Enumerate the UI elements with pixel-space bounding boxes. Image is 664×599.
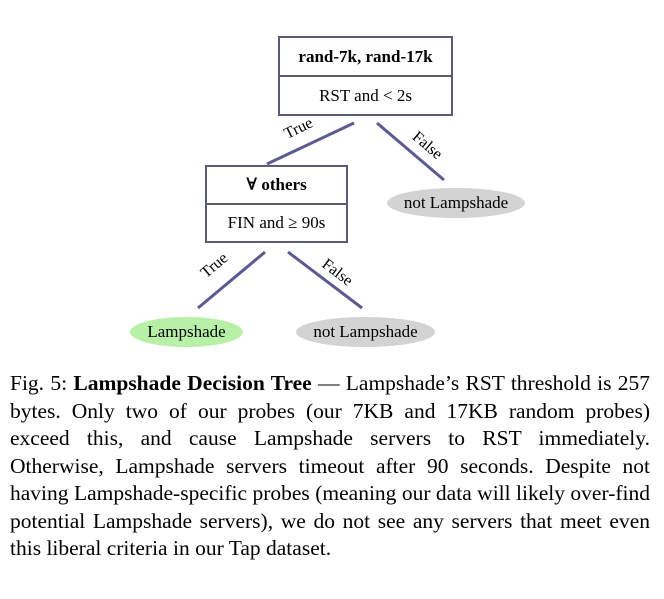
decision-tree-diagram: rand-7k, rand-17k RST and < 2s ∀ others … <box>130 36 525 347</box>
root-node-title: rand-7k, rand-17k <box>280 38 451 77</box>
edge-root-false <box>376 121 445 182</box>
caption-title: Lampshade Decision Tree <box>73 371 312 395</box>
leaf-left-true: Lampshade <box>130 317 243 347</box>
edge-layer <box>197 121 445 310</box>
leaf-root-false: not Lampshade <box>387 188 525 218</box>
left-node-title: ∀ others <box>207 167 346 205</box>
root-node: rand-7k, rand-17k RST and < 2s <box>278 36 453 116</box>
root-node-condition: RST and < 2s <box>319 85 412 105</box>
figure-caption: Fig. 5: Lampshade Decision Tree — Lampsh… <box>10 370 650 563</box>
caption-body: — Lampshade’s RST threshold is 257 bytes… <box>10 371 651 560</box>
left-node: ∀ others FIN and ≥ 90s <box>205 165 348 243</box>
edge-left-false <box>287 250 363 310</box>
left-node-condition: FIN and ≥ 90s <box>227 213 326 232</box>
caption-prefix: Fig. 5: <box>10 371 74 395</box>
leaf-left-false: not Lampshade <box>296 317 435 347</box>
edge-root-true <box>266 121 355 166</box>
edge-left-true <box>197 250 266 310</box>
